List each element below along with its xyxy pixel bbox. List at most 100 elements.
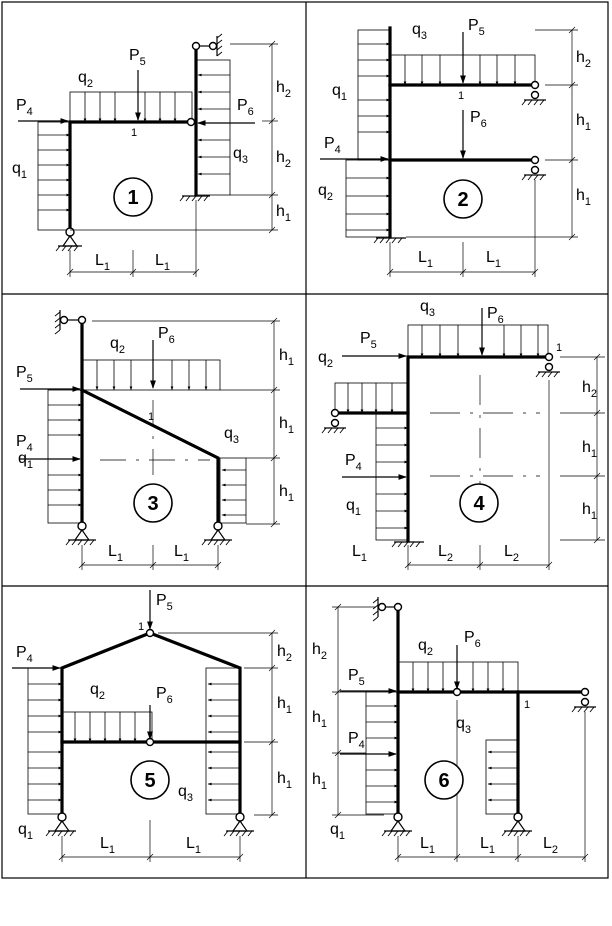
- node-label: 1: [131, 127, 137, 139]
- label-l1-left: L1: [420, 835, 435, 856]
- label-h2: h2: [277, 643, 292, 664]
- label-p6: P6: [237, 97, 254, 118]
- roller-support: [521, 80, 546, 106]
- label-h1: h1: [276, 203, 291, 224]
- roller-support: [521, 155, 546, 181]
- dimension-lines: [78, 317, 280, 570]
- label-q3: q3: [412, 21, 427, 42]
- pin-support: [201, 521, 232, 546]
- label-l1-right: L1: [155, 252, 170, 273]
- label-l1-left: L1: [418, 249, 433, 270]
- scheme-panel-4: q1 q2 q3 P5 P4 P6 h2 h1 h1 L1 L2 L2 1 4: [318, 298, 605, 570]
- panel-number-badge: [113, 177, 153, 217]
- label-p6: P6: [470, 109, 487, 130]
- link-support: [372, 597, 403, 622]
- label-p4: P4: [16, 644, 33, 665]
- distributed-load-q1: [365, 691, 399, 815]
- label-p5: P5: [348, 667, 365, 688]
- label-q2: q2: [318, 182, 333, 203]
- label-q2: q2: [90, 681, 105, 702]
- label-q3: q3: [456, 715, 471, 736]
- label-p6: P6: [156, 685, 173, 706]
- label-q1: q1: [330, 821, 345, 842]
- label-p5: P5: [156, 592, 173, 613]
- label-h2-lower: h2: [276, 149, 291, 170]
- scheme-panel-5: q1 q2 q3 P4 P5 P6 h2 h1 h1 L1 L1 1 5: [12, 590, 292, 862]
- link-support: [191, 33, 223, 57]
- label-p4: P4: [348, 730, 365, 751]
- roller-support: [571, 687, 596, 713]
- fixed-support: [391, 541, 424, 548]
- label-p5: P5: [468, 17, 485, 38]
- hinge: [186, 117, 196, 127]
- scheme-panel-6: q1 q2 q3 P5 P4 P6 h2 h1 h1 L1 L1 L2 1 6: [312, 597, 596, 862]
- dimension-lines: [58, 629, 278, 862]
- label-p4: P4: [16, 97, 33, 118]
- label-q1: q1: [332, 82, 347, 103]
- panel-number-badge: [130, 760, 170, 800]
- label-h1-lower: h1: [279, 483, 294, 504]
- link-support: [54, 310, 87, 335]
- node-label: 1: [138, 621, 144, 633]
- panel-number: 4: [473, 493, 485, 515]
- label-h1-lower: h1: [312, 771, 327, 792]
- label-q1: q1: [18, 450, 33, 471]
- label-l1-left: L1: [108, 543, 123, 564]
- label-h1-lower: h1: [576, 187, 591, 208]
- dimension-lines: [404, 353, 605, 570]
- label-q3: q3: [178, 783, 193, 804]
- pin-support: [381, 812, 412, 837]
- label-p6: P6: [464, 629, 481, 650]
- panel-number: 5: [144, 770, 155, 792]
- label-q3: q3: [420, 298, 435, 319]
- pin-support: [55, 227, 82, 252]
- label-p5: P5: [360, 330, 377, 351]
- label-h2: h2: [576, 49, 591, 70]
- label-h1-upper: h1: [277, 695, 292, 716]
- label-l1-right: L1: [174, 543, 189, 564]
- distributed-load-q3: [485, 739, 519, 815]
- label-p6: P6: [487, 305, 504, 326]
- label-q1: q1: [12, 160, 27, 181]
- panel-number-badge: [424, 760, 464, 800]
- dimension-lines: [66, 40, 278, 277]
- panel-number: 6: [438, 770, 449, 792]
- label-q2: q2: [418, 637, 433, 658]
- pin-support: [223, 812, 254, 837]
- node-label: 1: [524, 699, 530, 711]
- frame-members: [406, 355, 548, 543]
- distributed-load-q1: [47, 389, 83, 524]
- pin-support: [65, 521, 96, 546]
- label-h2: h2: [312, 641, 327, 662]
- dimension-lines: [332, 603, 589, 862]
- label-p6: P6: [158, 325, 175, 346]
- distributed-load-q1: [37, 121, 71, 231]
- fixed-support: [373, 237, 406, 244]
- label-h1-upper: h1: [582, 439, 597, 460]
- label-l1-right: L1: [186, 835, 201, 856]
- hinge: [145, 737, 155, 747]
- label-h1-upper: h1: [576, 112, 591, 133]
- distributed-load-q2: [345, 159, 391, 238]
- label-l2-left: L2: [438, 543, 453, 564]
- panel-grid: [1, 1, 609, 879]
- label-l1-right: L1: [480, 835, 495, 856]
- label-q1: q1: [346, 497, 361, 518]
- label-p4: P4: [324, 135, 341, 156]
- label-l1-left: L1: [95, 252, 110, 273]
- label-h1-lower: h1: [277, 770, 292, 791]
- label-l1: L1: [352, 543, 367, 564]
- label-q2: q2: [78, 69, 93, 90]
- label-q2: q2: [318, 349, 333, 370]
- hinge: [145, 628, 155, 638]
- distributed-load-q2: [69, 91, 193, 123]
- distributed-load-q2: [61, 711, 153, 743]
- distributed-load-q3: [219, 457, 247, 524]
- dimension-lines: [386, 26, 578, 277]
- label-l2: L2: [543, 835, 558, 856]
- distributed-load-q2: [397, 661, 519, 693]
- distributed-load-q2: [334, 382, 409, 414]
- frame-members: [68, 120, 194, 232]
- label-h1-lower: h1: [582, 501, 597, 522]
